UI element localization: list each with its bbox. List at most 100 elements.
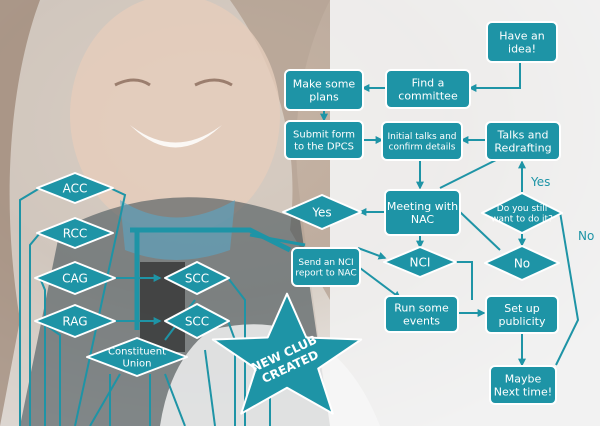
- edge-to-newclub-b: [204, 349, 216, 426]
- node-label: Yes: [311, 205, 331, 219]
- node-label-line: Find a: [412, 76, 445, 89]
- node-label-line: Meeting with: [387, 200, 458, 213]
- edge-label-yes: Yes: [530, 175, 550, 189]
- edge-nci-to-publicity: [455, 261, 473, 300]
- node-label-line: to the DPCS: [294, 142, 354, 153]
- edge-label-no: No: [578, 229, 594, 243]
- node-label: No: [514, 256, 530, 270]
- node-label-line: committee: [398, 90, 458, 103]
- node-label-line: RCC: [63, 226, 88, 240]
- edge-sendnci-to-runevents: [359, 267, 402, 299]
- edge-sendnci-to-nci: [357, 247, 387, 260]
- node-label-line: Maybe: [505, 372, 542, 385]
- edge-cag-left: [39, 277, 46, 426]
- node-label-line: ACC: [63, 181, 88, 195]
- node-yes-shape: Yes: [282, 194, 362, 230]
- node-box: [381, 121, 463, 161]
- node-label: CAG: [62, 271, 88, 285]
- node-box: [489, 365, 557, 405]
- node-nci: NCI: [383, 246, 457, 278]
- node-box: [284, 69, 364, 111]
- node-label-line: CAG: [62, 271, 88, 285]
- node-label-line: Run some: [394, 301, 449, 314]
- edge-acc-right: [74, 187, 127, 426]
- node-diamond: [282, 194, 362, 230]
- node-label-line: Union: [123, 359, 152, 370]
- node-box: [284, 120, 364, 160]
- node-label-line: want to do it?: [491, 215, 553, 225]
- node-label-line: SCC: [185, 314, 209, 328]
- node-label-line: Redrafting: [494, 142, 551, 155]
- node-box: [291, 247, 361, 287]
- node-diamond: [86, 337, 188, 377]
- node-box: [385, 69, 471, 109]
- node-label-line: Initial talks and: [387, 132, 456, 142]
- edge-meeting-to-nodiamond: [459, 211, 501, 251]
- node-label: ACC: [63, 181, 88, 195]
- connector-lines: [19, 62, 580, 426]
- edge-idea-to-committee: [468, 62, 521, 92]
- edge-meeting-to-talks: [439, 157, 501, 189]
- node-label-line: Send an NCI: [298, 258, 353, 268]
- node-label-line: No: [514, 256, 530, 270]
- node-label-line: publicity: [499, 315, 546, 328]
- node-box: [485, 121, 561, 161]
- node-label-line: report to NAC: [295, 269, 356, 279]
- node-label: NCI: [410, 255, 431, 269]
- node-diamond: [484, 245, 560, 281]
- node-label-line: NAC: [411, 213, 435, 226]
- node-label-line: Submit form: [293, 130, 355, 141]
- node-label-line: events: [403, 315, 440, 328]
- node-scc-bottom: SCC: [164, 303, 230, 339]
- node-acc: ACC: [36, 172, 114, 204]
- node-label: RAG: [62, 314, 87, 328]
- node-star: [211, 292, 363, 415]
- node-label-line: SCC: [185, 271, 209, 285]
- node-scc-top: SCC: [164, 261, 230, 295]
- node-diamond: [164, 261, 230, 295]
- node-label-line: Constituent: [108, 347, 166, 358]
- edge-thick-to-sendnci: [249, 233, 306, 247]
- node-label-line: Yes: [311, 205, 331, 219]
- node-box: [485, 295, 559, 334]
- node-label: SCC: [185, 271, 209, 285]
- node-diamond: [36, 217, 114, 249]
- node-diamond: [383, 246, 457, 278]
- node-cag: CAG: [34, 261, 116, 295]
- node-new-club: NEW CLUBCREATED: [211, 292, 363, 415]
- node-label-line: Have an: [499, 29, 545, 42]
- edge-still-to-maybe: [555, 211, 580, 366]
- node-label-line: Do you still: [497, 204, 547, 214]
- node-box: [384, 189, 461, 236]
- node-label-line: Next time!: [494, 386, 552, 399]
- node-label-line: idea!: [508, 43, 536, 56]
- node-rag: RAG: [34, 304, 116, 338]
- edge-acc-left: [19, 187, 41, 426]
- node-label-line: RAG: [62, 314, 87, 328]
- node-box: [384, 295, 459, 333]
